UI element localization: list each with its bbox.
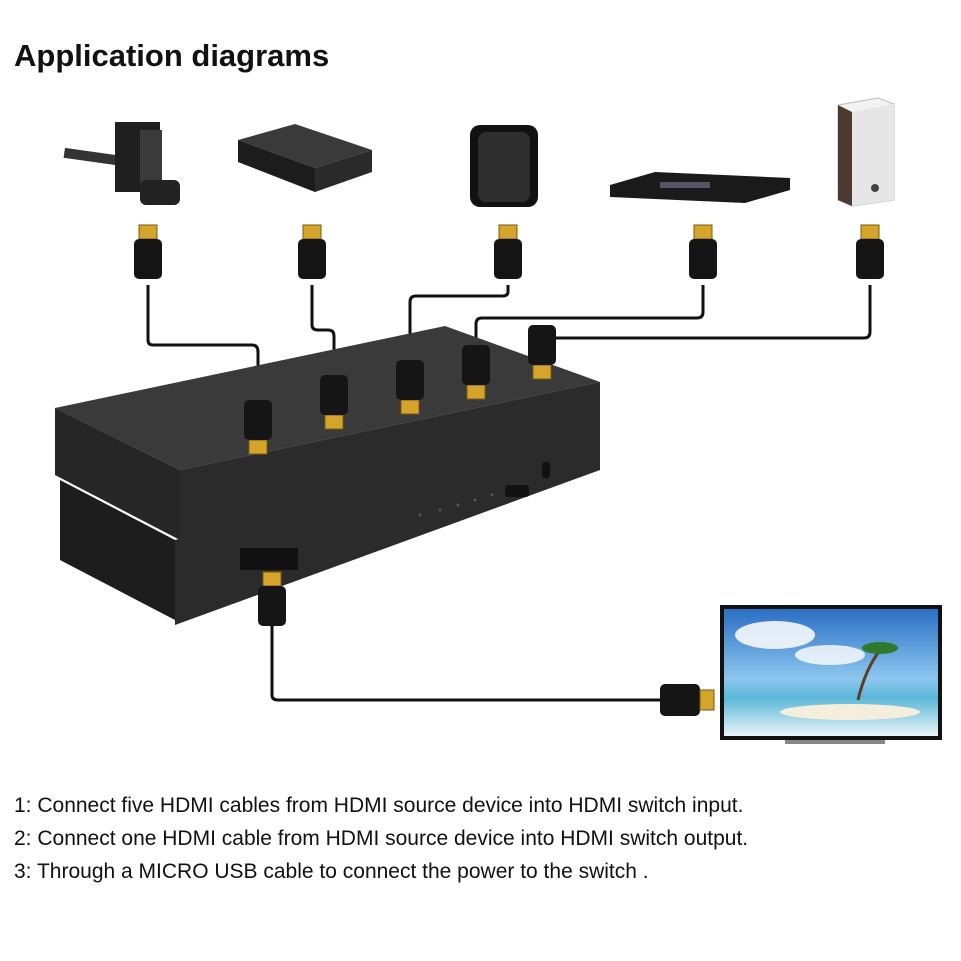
instructions: 1: Connect five HDMI cables from HDMI so…	[14, 789, 748, 888]
step-1: 1: Connect five HDMI cables from HDMI so…	[14, 794, 744, 817]
set-top-box-icon	[238, 124, 372, 192]
output-cable	[270, 625, 665, 702]
hdmi-port	[240, 548, 298, 570]
ps3-icon	[470, 125, 538, 207]
hdmi-connectors-source	[133, 224, 885, 280]
hdmi-connector-tv	[660, 684, 715, 716]
hdmi-switch	[55, 326, 600, 625]
game-console-icon	[63, 122, 180, 205]
tv-icon	[720, 605, 942, 744]
power-button	[542, 462, 550, 478]
page-title: Application diagrams	[14, 38, 330, 73]
step-2: 2: Connect one HDMI cable from HDMI sour…	[14, 827, 749, 850]
pc-tower-icon	[837, 97, 895, 207]
hdmi-output-port	[505, 485, 529, 497]
dvd-player-icon	[610, 172, 790, 203]
step-3: 3: Through a MICRO USB cable to connect …	[14, 860, 649, 883]
